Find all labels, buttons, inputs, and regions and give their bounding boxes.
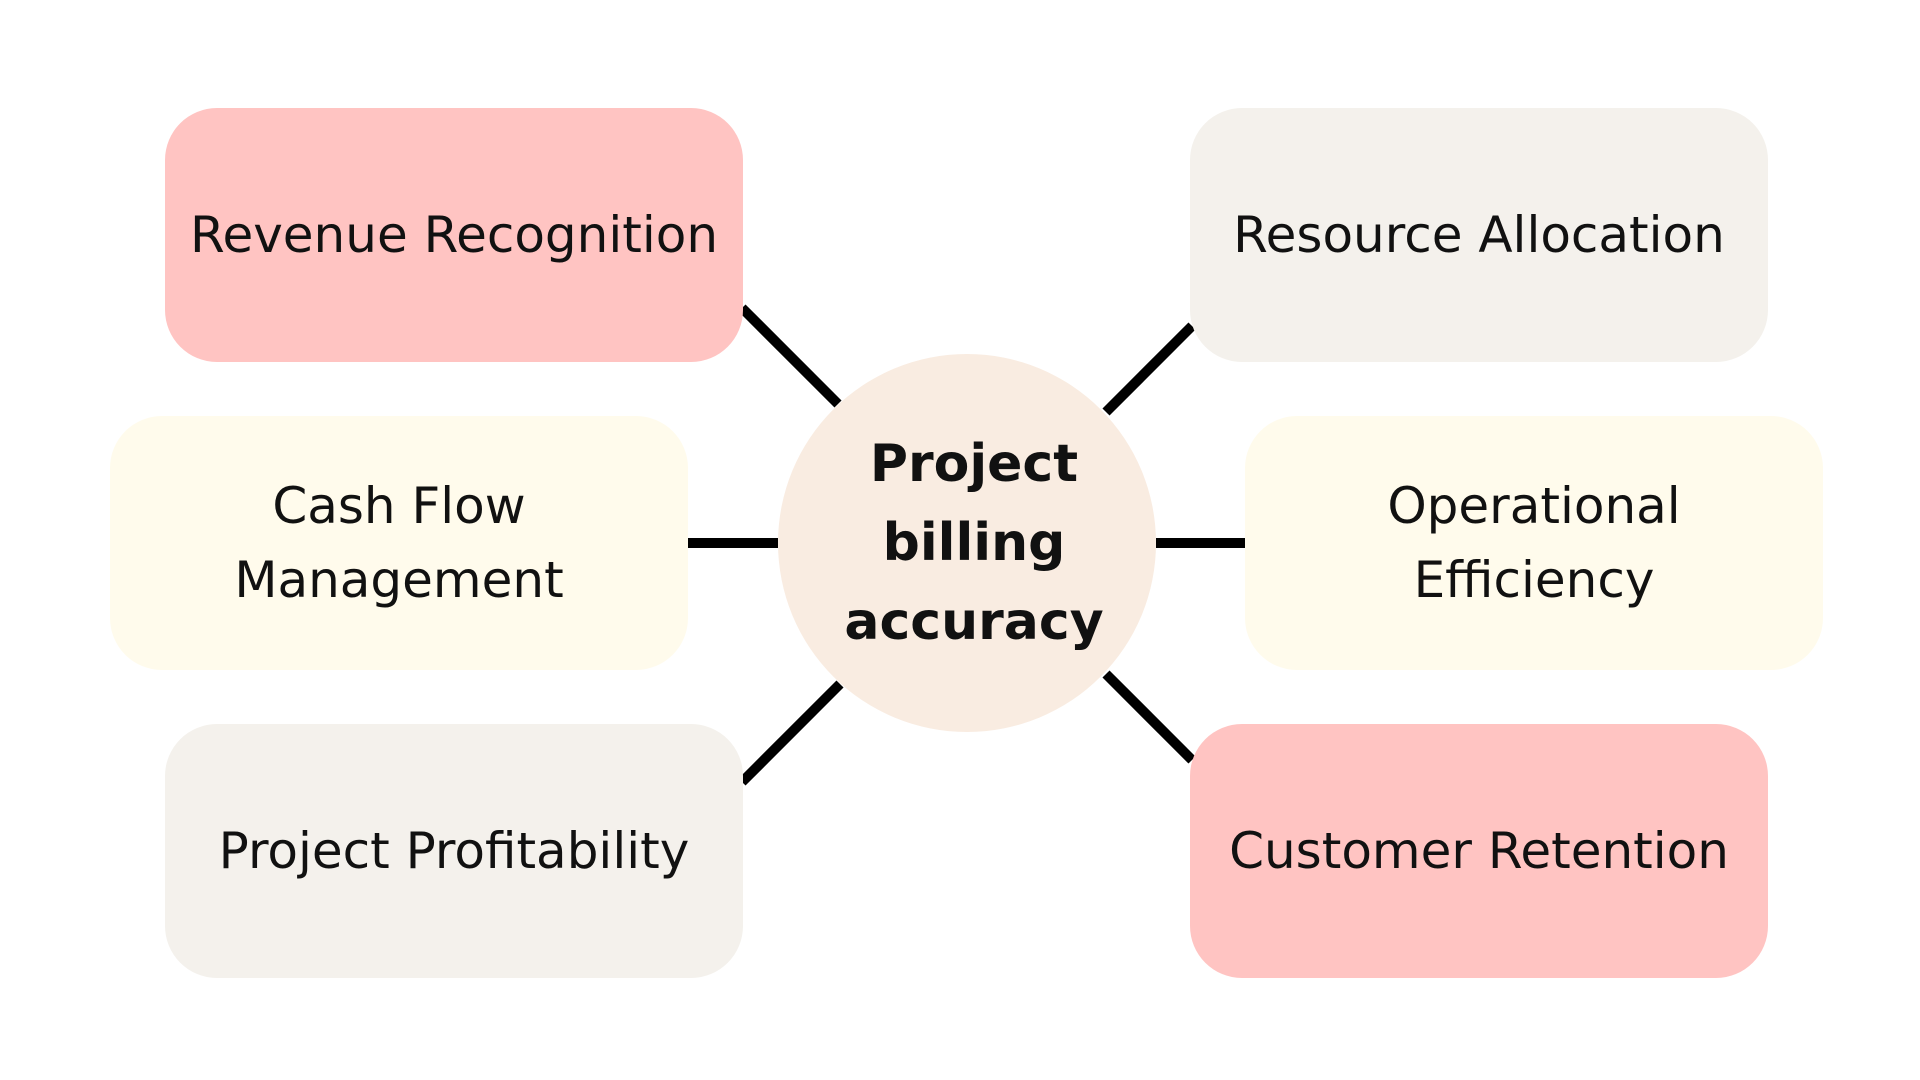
node-label: Project Profitability bbox=[218, 822, 690, 880]
connector-profitability bbox=[738, 680, 844, 786]
node-resource-allocation: Resource Allocation bbox=[1190, 108, 1768, 362]
node-project-profitability: Project Profitability bbox=[165, 724, 743, 978]
node-customer-retention: Customer Retention bbox=[1190, 724, 1768, 978]
node-label: Customer Retention bbox=[1229, 822, 1729, 880]
central-topic-label: Project billing accuracy bbox=[844, 433, 1104, 652]
central-topic: Project billing accuracy bbox=[778, 354, 1156, 732]
connector-revenue bbox=[738, 304, 842, 408]
connector-resource bbox=[1102, 322, 1196, 416]
node-revenue-recognition: Revenue Recognition bbox=[165, 108, 743, 362]
node-operational-efficiency: Operational Efficiency bbox=[1245, 416, 1823, 670]
node-label: Operational Efficiency bbox=[1387, 477, 1681, 609]
node-label: Resource Allocation bbox=[1233, 206, 1725, 264]
connector-retention bbox=[1102, 670, 1196, 764]
node-cash-flow-management: Cash Flow Management bbox=[110, 416, 688, 670]
node-label: Revenue Recognition bbox=[189, 206, 719, 264]
node-label: Cash Flow Management bbox=[234, 477, 564, 609]
